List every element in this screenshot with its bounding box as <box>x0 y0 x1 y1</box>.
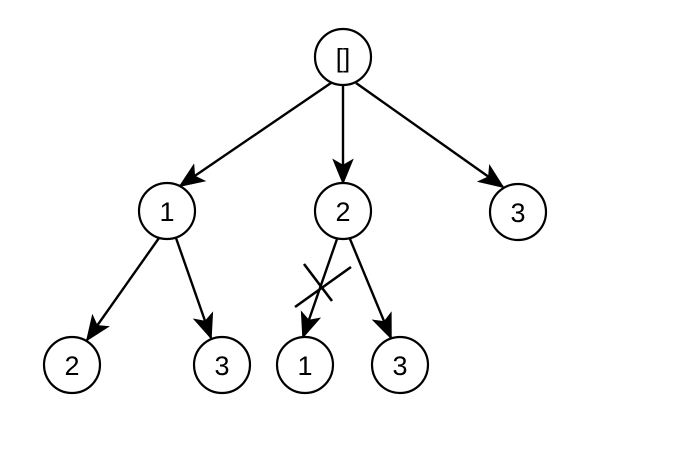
node-circle-level2-4 <box>370 335 430 395</box>
cross-stroke-a <box>302 263 334 302</box>
node-label-level1-2: 2 <box>335 197 350 227</box>
edge-root-to-1 <box>178 82 332 188</box>
tree-node-level1-1[interactable]: 1 <box>137 181 197 241</box>
tree-node-level2-1[interactable]: 2 <box>42 335 102 395</box>
node-circle-level2-1 <box>42 335 102 395</box>
node-label-root: [] <box>336 43 350 73</box>
tree-node-level2-2[interactable]: 3 <box>192 335 252 395</box>
node-label-level1-1: 1 <box>159 197 174 227</box>
nodes-layer: [] 1 2 3 2 3 <box>42 27 548 395</box>
node-circle-level1-3 <box>488 182 548 242</box>
node-circle-level1-1 <box>137 181 197 241</box>
tree-node-root[interactable]: [] <box>313 27 373 87</box>
tree-node-level2-4[interactable]: 3 <box>370 335 430 395</box>
node-label-level2-3: 1 <box>297 351 312 381</box>
edge-1-to-3 <box>174 237 214 340</box>
edge-2-to-3 <box>348 238 393 340</box>
edge-1-to-2 <box>85 237 160 342</box>
tree-node-level2-3[interactable]: 1 <box>275 335 335 395</box>
node-label-level1-3: 3 <box>510 198 525 228</box>
tree-node-level1-2[interactable]: 2 <box>313 181 373 241</box>
edge-root-to-3 <box>355 82 505 189</box>
node-label-level2-1: 2 <box>64 351 79 381</box>
cross-out-mark <box>294 263 352 309</box>
node-label-level2-2: 3 <box>214 351 229 381</box>
node-circle-level1-2 <box>313 181 373 241</box>
node-circle-level2-3 <box>275 335 335 395</box>
node-circle-level2-2 <box>192 335 252 395</box>
tree-node-level1-3[interactable]: 3 <box>488 182 548 242</box>
node-label-level2-4: 3 <box>392 351 407 381</box>
cross-stroke-b <box>294 265 352 309</box>
node-circle-root <box>313 27 373 87</box>
